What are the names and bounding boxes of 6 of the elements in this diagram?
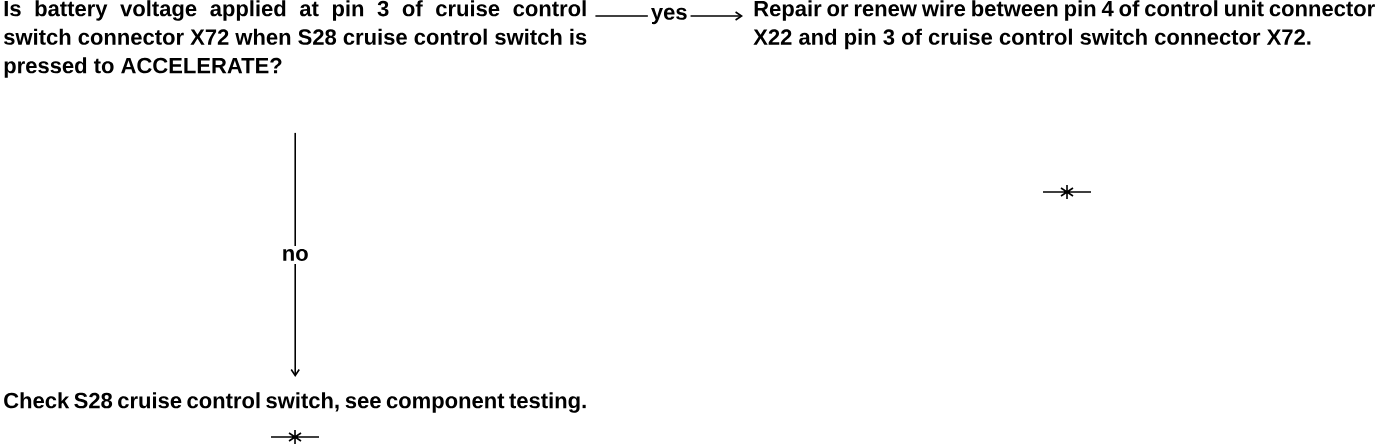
step-text: Repair or renew wire between pin 4 of control unit connector X22 and pin 3 of cruise control switch connector X72. xyxy=(753,0,1375,50)
step-text: Is battery voltage applied at pin 3 of cruise control switch connector X72 when S28 cruise control switch is pressed to ACCELERATE? xyxy=(4,0,587,78)
edge-label: yes xyxy=(647,4,691,28)
edge-label: no xyxy=(278,245,312,264)
step-text: Check S28 cruise control switch, see component testing. xyxy=(4,392,586,413)
arrow xyxy=(290,132,301,377)
